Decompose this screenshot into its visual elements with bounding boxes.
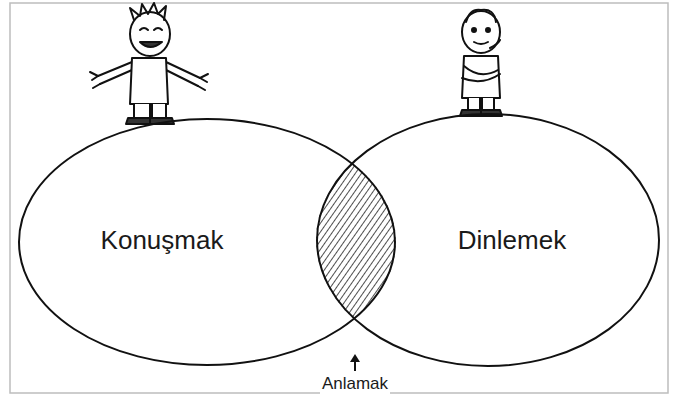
- venn-circle: Dinlemek: [316, 113, 660, 367]
- circle-label: Konuşmak: [101, 225, 224, 256]
- pointer-arrow: [350, 354, 360, 371]
- circle-label: Dinlemek: [458, 225, 566, 256]
- listener-figure: [460, 10, 502, 116]
- speaker-figure: [90, 3, 208, 124]
- intersection-label: Anlamak: [320, 374, 390, 394]
- venn-circle: Konuşmak: [18, 118, 396, 366]
- intersection-hatch: [316, 113, 660, 367]
- frame: [10, 3, 668, 393]
